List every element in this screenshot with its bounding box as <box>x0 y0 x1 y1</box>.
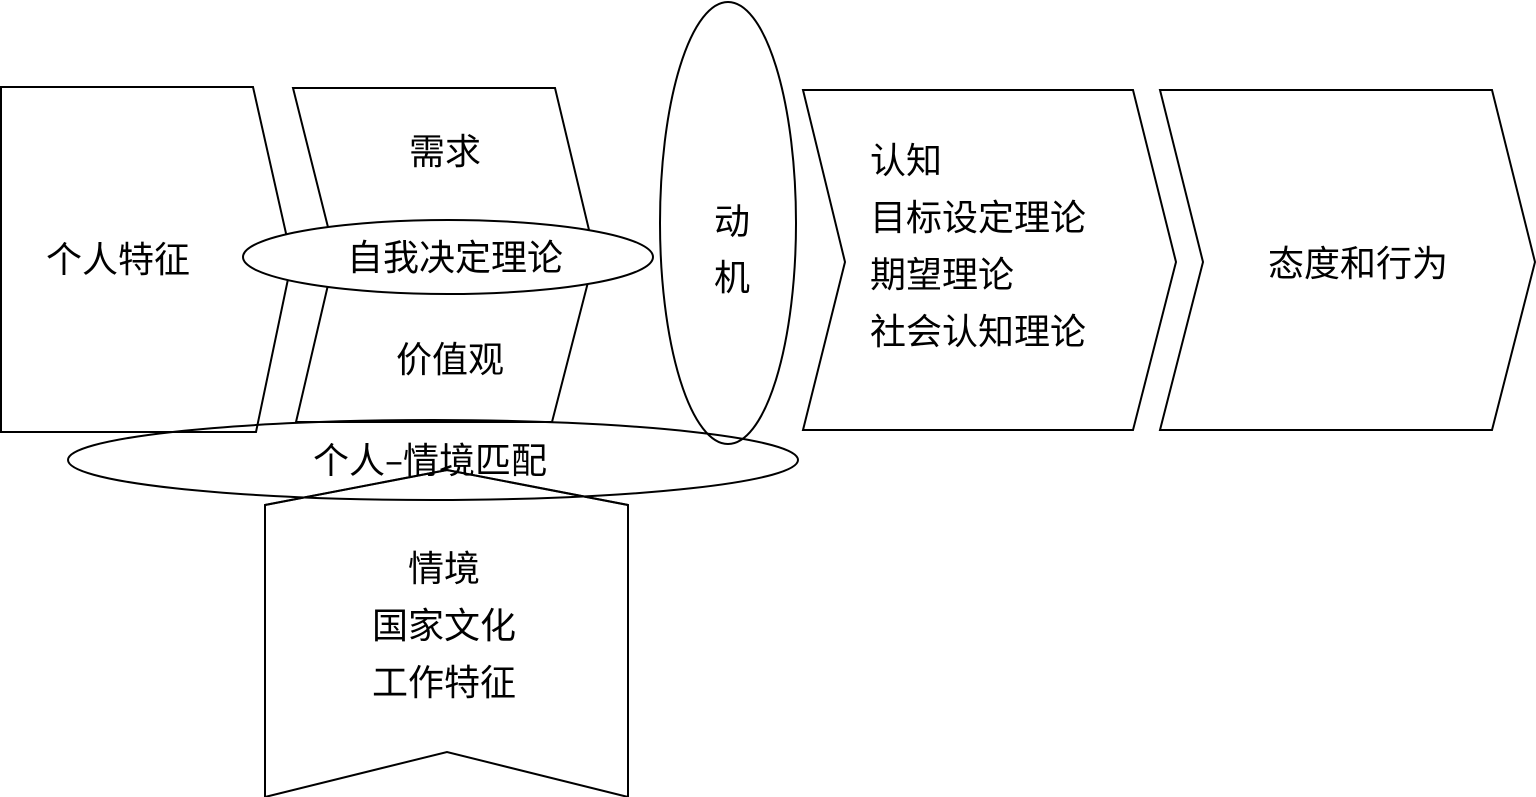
needs-label: 需求 <box>409 132 481 173</box>
personal-traits-label: 个人特征 <box>46 240 190 281</box>
situation-top-edge <box>264 468 629 506</box>
person-situation-fit-ellipse <box>67 419 799 501</box>
self-determination-ellipse <box>242 219 654 295</box>
attitude-behavior-chevron <box>1158 89 1536 431</box>
attitude-behavior-label: 态度和行为 <box>1268 244 1448 285</box>
values-label: 价值观 <box>396 340 504 381</box>
motivation-ellipse <box>659 1 797 445</box>
motivation-label-2: 机 <box>714 258 750 299</box>
cognition-chevron <box>801 89 1178 431</box>
social-cognitive-label: 社会认知理论 <box>870 312 1086 353</box>
job-characteristics-label: 工作特征 <box>372 663 516 704</box>
cognition-label: 认知 <box>870 141 942 182</box>
personal-traits-shape <box>0 86 294 433</box>
person-situation-fit-label: 个人–情境匹配 <box>313 441 547 482</box>
situation-label: 情境 <box>408 549 480 590</box>
goal-setting-label: 目标设定理论 <box>870 198 1086 239</box>
expectancy-label: 期望理论 <box>870 255 1014 296</box>
motivation-label-1: 动 <box>714 202 750 243</box>
self-determination-label: 自我决定理论 <box>347 238 563 279</box>
national-culture-label: 国家文化 <box>372 606 516 647</box>
